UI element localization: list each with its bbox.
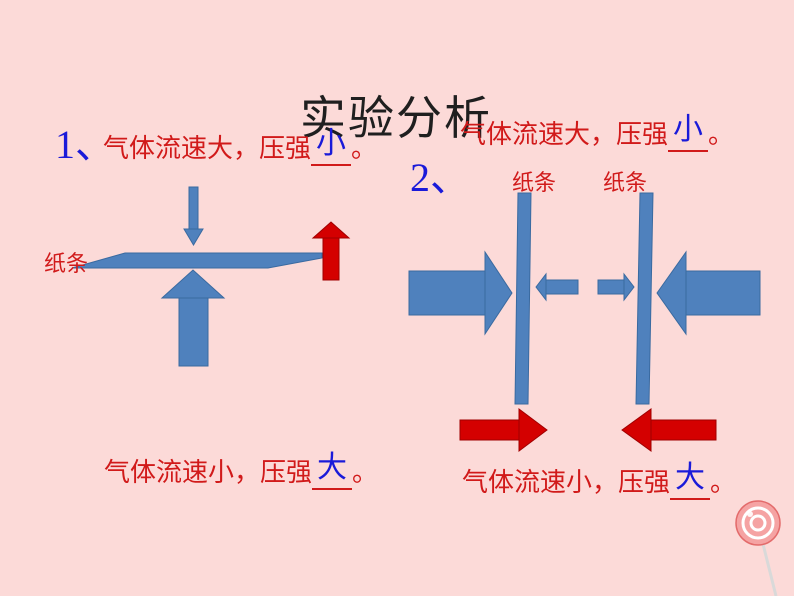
exp2-bottom-suffix: 。 — [710, 468, 737, 498]
exp2-number: 2、 — [410, 155, 470, 200]
exp1-top-suffix: 。 — [351, 134, 378, 164]
paper-strip-2-left — [514, 192, 532, 405]
exp1-bottom-suffix: 。 — [352, 458, 379, 488]
exp1-bottom-statement: 气体流速小，压强 大。 — [104, 450, 379, 490]
exp2-bottom-blank: 大 — [670, 460, 711, 500]
page-title: 实验分析 — [300, 91, 492, 145]
red-right-arrow-2 — [459, 408, 548, 452]
big-left-arrow-2 — [656, 250, 761, 336]
small-right-arrow-2 — [597, 272, 635, 302]
big-right-arrow-2 — [408, 250, 513, 336]
lollipop-icon — [735, 500, 781, 596]
down-arrow-1 — [183, 186, 204, 246]
exp1-bottom-prefix: 气体流速小，压强 — [104, 458, 313, 488]
exp1-top-blank: 小 — [311, 126, 352, 166]
exp2-bottom-statement: 气体流速小，压强 大。 — [462, 460, 737, 500]
exp2-paper-label-left: 纸条 — [512, 171, 557, 196]
exp1-bottom-answer: 大 — [317, 450, 348, 485]
exp1-top-prefix: 气体流速大，压强 — [103, 134, 312, 164]
paper-strip-2-right — [635, 192, 654, 405]
red-up-arrow-1 — [311, 221, 351, 281]
exp2-top-prefix: 气体流速大，压强 — [460, 120, 669, 150]
exp2-paper-label-right: 纸条 — [603, 171, 648, 196]
small-left-arrow-2 — [535, 272, 579, 302]
exp1-bottom-blank: 大 — [312, 450, 353, 490]
exp2-top-statement: 气体流速大，压强 小。 — [460, 112, 735, 152]
exp2-top-blank: 小 — [668, 112, 709, 152]
exp1-number: 1、 — [55, 122, 115, 167]
exp2-top-answer: 小 — [673, 112, 704, 147]
exp1-top-statement: 气体流速大，压强 小。 — [103, 126, 378, 166]
exp2-bottom-answer: 大 — [675, 460, 706, 495]
red-left-arrow-2 — [621, 408, 717, 452]
paper-strip-1 — [71, 252, 323, 269]
exp1-paper-label: 纸条 — [44, 252, 89, 277]
exp1-top-answer: 小 — [316, 126, 347, 161]
exp2-top-suffix: 。 — [708, 120, 735, 150]
up-arrow-1 — [160, 269, 226, 367]
exp2-bottom-prefix: 气体流速小，压强 — [462, 468, 671, 498]
